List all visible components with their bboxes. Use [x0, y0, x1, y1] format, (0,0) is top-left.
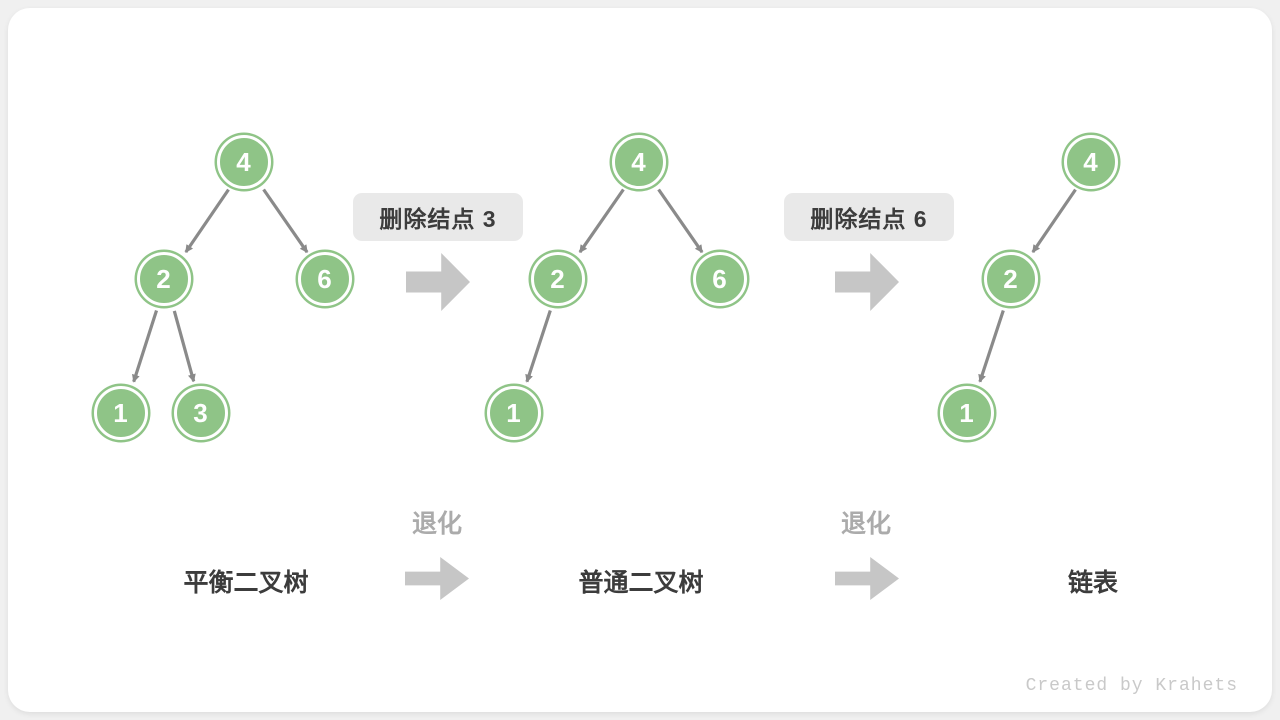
delete-node-3-label: 删除结点 3	[353, 193, 523, 241]
delete-node-6-label: 删除结点 6	[784, 193, 954, 241]
diagram-card	[8, 8, 1272, 712]
caption-ordinary-binary-tree: 普通二叉树	[578, 569, 704, 597]
tree-edge	[657, 188, 704, 254]
tree-edge	[262, 188, 309, 254]
tree-node-2: 2	[983, 251, 1038, 306]
caption-linked-list: 链表	[1067, 569, 1118, 597]
tree-node-4: 4	[216, 134, 271, 189]
tree-node-4: 4	[1063, 134, 1118, 189]
tree-node-1: 1	[93, 385, 148, 440]
caption-balanced-binary-tree: 平衡二叉树	[183, 569, 309, 597]
tree-edge	[978, 310, 1005, 383]
tree-node-2: 2	[136, 251, 191, 306]
tree-edge	[132, 310, 159, 383]
tree-node-4: 4	[611, 134, 666, 189]
tree-edge	[172, 310, 196, 383]
tree-edge	[184, 188, 230, 254]
degrade-label: 退化	[840, 510, 891, 538]
tree-edge	[525, 310, 552, 383]
watermark: Created by Krahets	[1025, 676, 1238, 696]
tree-edge	[578, 188, 625, 254]
tree-node-3: 3	[173, 385, 228, 440]
tree-node-6: 6	[297, 251, 352, 306]
tree-edge	[1031, 188, 1077, 254]
tree-node-2: 2	[530, 251, 585, 306]
tree-node-1: 1	[939, 385, 994, 440]
tree-node-1: 1	[486, 385, 541, 440]
tree-node-6: 6	[692, 251, 747, 306]
degrade-label: 退化	[411, 510, 462, 538]
